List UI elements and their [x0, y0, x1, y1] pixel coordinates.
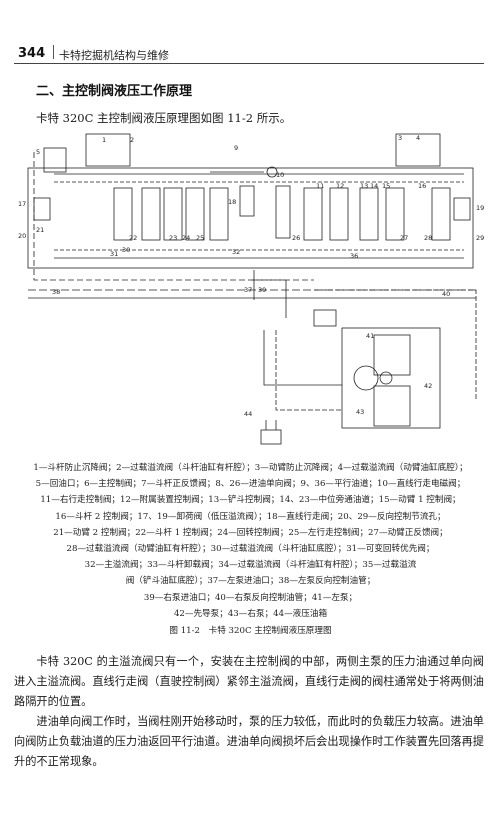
svg-text:38: 38: [52, 288, 60, 296]
svg-text:4: 4: [416, 134, 420, 142]
pump-group: [341, 327, 441, 429]
legend-line: 16—斗杆 2 控制阀；17、19—卸荷阀（低压溢流阀）；18—直线行走阀；20…: [55, 511, 446, 522]
svg-text:40: 40: [442, 290, 450, 298]
svg-text:24: 24: [182, 234, 190, 242]
svg-text:20: 20: [18, 232, 26, 240]
svg-text:22: 22: [129, 234, 137, 242]
svg-text:26: 26: [292, 234, 300, 242]
svg-text:18: 18: [228, 198, 236, 206]
header-rule: [14, 63, 484, 64]
svg-text:36: 36: [350, 252, 358, 260]
legend-line: 5—回油口；6—主控制阀；7—斗杆正反馈阀；8、26—进油单向阀；9、36—平行…: [35, 479, 466, 490]
svg-text:16: 16: [418, 182, 426, 190]
svg-text:27: 27: [400, 234, 408, 242]
paragraph: 卡特 320C 的主溢流阀只有一个，安装在主控制阀的中部，两侧主泵的压力油通过单…: [14, 655, 484, 708]
legend-line: 1—斗杆防止沉降阀；2—过载溢流阀（斗杆油缸有杆腔）；3—动臂防止沉降阀；4—过…: [33, 463, 468, 473]
page-header: 344 卡特挖掘机结构与维修: [0, 0, 501, 64]
svg-text:30: 30: [122, 246, 130, 254]
legend-line: 阀（铲斗油缸底腔）；37—左泵进油口；38—左泵反向控制油管；: [125, 576, 376, 587]
legend-line: 11—右行走控制阀；12—附属装置控制阀；13—铲斗控制阀；14、23—中位旁通…: [40, 495, 461, 506]
svg-text:10: 10: [276, 171, 284, 179]
svg-text:12: 12: [336, 182, 344, 190]
svg-text:39: 39: [258, 286, 266, 294]
svg-text:25: 25: [196, 234, 204, 242]
svg-text:41: 41: [366, 332, 374, 340]
main-valve-body: [27, 167, 474, 269]
legend-line: 42—先导泵；43—右泵；44—液压油箱: [173, 608, 328, 619]
svg-text:31: 31: [110, 250, 118, 258]
header-divider: [53, 45, 54, 59]
page-number: 344: [18, 46, 46, 61]
figure-legend: 1—斗杆防止沉降阀；2—过载溢流阀（斗杆油缸有杆腔）；3—动臂防止沉降阀；4—过…: [14, 460, 487, 639]
svg-text:11: 11: [316, 182, 324, 190]
svg-text:43: 43: [356, 408, 364, 416]
svg-text:1: 1: [102, 136, 106, 144]
svg-text:21: 21: [36, 226, 44, 234]
svg-text:15: 15: [382, 182, 390, 190]
legend-line: 32—主溢流阀；33—斗杆卸载阀；34—过载溢流阀（斗杆油缸有杆腔）；35—过载…: [84, 560, 417, 571]
paragraph: 进油单向阀工作时，当阀柱刚开始移动时，泵的压力较低，而此时的负载压力较高。进油单…: [14, 715, 484, 768]
svg-text:5: 5: [36, 148, 40, 156]
svg-text:23: 23: [169, 234, 177, 242]
svg-text:32: 32: [232, 248, 240, 256]
svg-text:17: 17: [18, 200, 26, 208]
svg-text:29: 29: [476, 234, 484, 242]
intro-line: 卡特 320C 主控制阀液压原理图如图 11-2 所示。: [36, 111, 292, 125]
legend-line: 28—过载溢流阀（动臂油缸有杆腔）；30—过载溢流阀（斗杆油缸底腔）；31—可变…: [66, 544, 435, 555]
figure-caption: 图 11-2 卡特 320C 主控制阀液压原理图: [169, 626, 332, 637]
svg-text:28: 28: [424, 234, 432, 242]
legend-line: 39—右泵进油口；40—右泵反向控制油管；41—左泵；: [143, 592, 358, 603]
svg-text:2: 2: [130, 136, 134, 144]
svg-text:37: 37: [244, 286, 252, 294]
legend-line: 21—动臂 2 控制阀；22—斗杆 1 控制阀；24—回转控制阀；25—左行走控…: [53, 527, 448, 538]
svg-text:42: 42: [424, 382, 432, 390]
svg-text:13: 13: [360, 182, 368, 190]
section-title: 二、主控制阀液压工作原理: [36, 84, 193, 99]
hydraulic-tank: [260, 429, 282, 445]
svg-text:14: 14: [370, 182, 378, 190]
relief-valve-left: [43, 147, 67, 173]
svg-text:44: 44: [244, 410, 252, 418]
body-text: 卡特 320C 的主溢流阀只有一个，安装在主控制阀的中部，两侧主泵的压力油通过单…: [14, 652, 484, 772]
svg-text:9: 9: [234, 144, 238, 152]
boom-anti-drift-valve: [85, 133, 131, 167]
boom-anti-drift-valve-right: [395, 133, 441, 167]
book-title: 卡特挖掘机结构与维修: [59, 49, 169, 62]
svg-text:19: 19: [476, 204, 484, 212]
svg-text:3: 3: [398, 134, 402, 142]
